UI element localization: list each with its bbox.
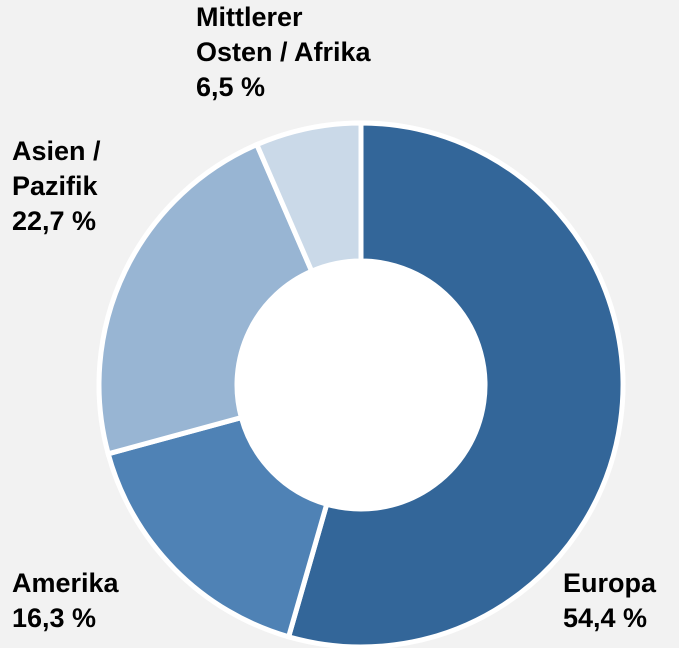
label-asien-pazifik: Asien / Pazifik 22,7 % [12, 134, 101, 239]
donut-hole [237, 261, 485, 509]
label-mittlerer-osten-afrika-name-2: Osten / Afrika [196, 37, 371, 67]
label-amerika-value: 16,3 % [12, 603, 97, 633]
label-mittlerer-osten-afrika-name-1: Mittlerer [196, 2, 303, 32]
label-amerika: Amerika 16,3 % [12, 566, 119, 636]
label-asien-pazifik-value: 22,7 % [12, 206, 97, 236]
slice-asien-pazifik [96, 141, 315, 457]
label-europa-value: 54,4 % [563, 603, 648, 633]
label-asien-pazifik-name-2: Pazifik [12, 171, 98, 201]
label-europa: Europa 54,4 % [563, 566, 656, 636]
label-mittlerer-osten-afrika-value: 6,5 % [196, 72, 266, 102]
label-amerika-name: Amerika [12, 568, 119, 598]
label-europa-name: Europa [563, 568, 657, 598]
label-mittlerer-osten-afrika: Mittlerer Osten / Afrika 6,5 % [196, 0, 371, 105]
label-asien-pazifik-name-1: Asien / [12, 136, 101, 166]
